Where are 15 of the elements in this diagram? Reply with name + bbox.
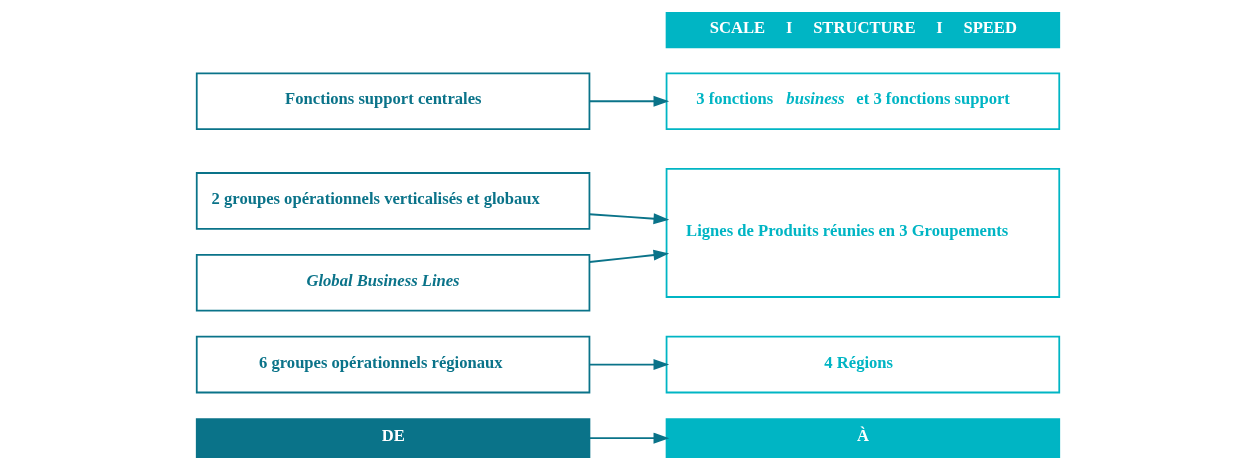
node-box: 3 fonctions business et 3 fonctions support — [665, 72, 1061, 130]
node-box: Global Business Lines — [195, 254, 591, 312]
arrow — [588, 249, 670, 263]
node-box: 2 groupes opérationnels verticalisés et globaux — [195, 172, 591, 230]
arrow — [588, 432, 670, 444]
node-box: 6 groupes opérationnels régionaux — [195, 335, 591, 394]
arrow — [588, 359, 670, 371]
node-box: Fonctions support centrales — [195, 72, 591, 130]
node-box: SCALE I STRUCTURE I SPEED — [665, 11, 1061, 49]
node-box: 4 Régions — [665, 335, 1061, 394]
node-box: DE — [195, 418, 591, 459]
node-box: Lignes de Produits réunies en 3 Groupements — [665, 167, 1061, 298]
arrow — [588, 213, 670, 225]
arrow — [588, 95, 670, 107]
node-box: À — [665, 418, 1061, 459]
